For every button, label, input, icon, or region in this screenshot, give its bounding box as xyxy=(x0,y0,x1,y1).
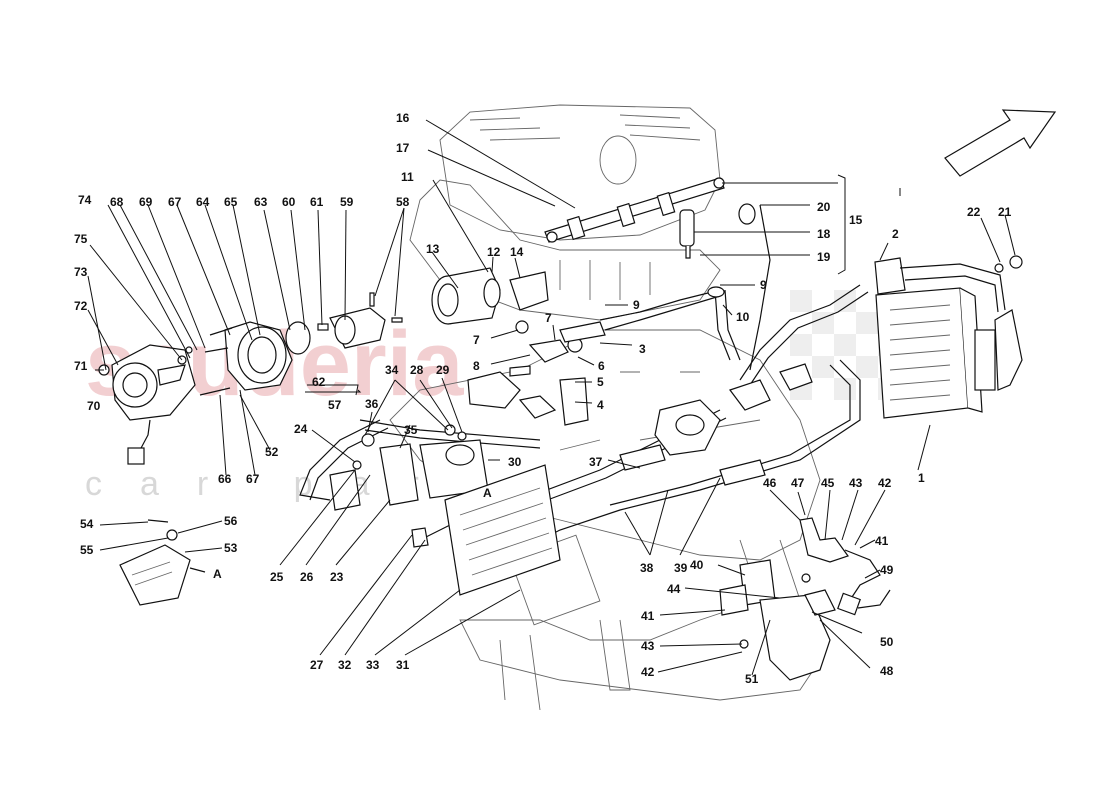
callout-29: 29 xyxy=(436,363,450,377)
callout-31: 31 xyxy=(396,658,410,672)
callout-14: 14 xyxy=(510,245,524,259)
callout-30: 30 xyxy=(508,455,522,469)
ignition-module xyxy=(329,424,561,596)
callout-43b: 43 xyxy=(641,639,655,653)
direction-arrow-icon xyxy=(944,109,1057,177)
callout-58: 58 xyxy=(396,195,410,209)
callout-1: 1 xyxy=(918,471,925,485)
distributor-assembly xyxy=(98,292,403,465)
callout-52: 52 xyxy=(265,445,279,459)
callout-8: 8 xyxy=(473,359,480,373)
bracket-a xyxy=(119,519,206,606)
callout-4: 4 xyxy=(597,398,604,412)
callout-34: 34 xyxy=(385,363,399,377)
callout-61: 61 xyxy=(310,195,324,209)
callout-35: 35 xyxy=(404,423,418,437)
callout-32: 32 xyxy=(338,658,352,672)
heat-sink-plate xyxy=(444,464,561,596)
callout-26: 26 xyxy=(300,570,314,584)
callout-40: 40 xyxy=(690,558,704,572)
callout-20: 20 xyxy=(817,200,831,214)
callout-67b: 67 xyxy=(246,472,260,486)
callout-44: 44 xyxy=(667,582,681,596)
callout-23: 23 xyxy=(330,570,344,584)
sensor-bracket xyxy=(719,517,891,681)
callout-60: 60 xyxy=(282,195,296,209)
callout-70: 70 xyxy=(87,399,101,413)
section-marker-a-main: A xyxy=(483,486,492,500)
callout-72: 72 xyxy=(74,299,88,313)
callout-2: 2 xyxy=(892,227,899,241)
callout-3: 3 xyxy=(639,342,646,356)
leader-lines xyxy=(87,119,1016,676)
callout-73: 73 xyxy=(74,265,88,279)
callout-74: 74 xyxy=(78,193,92,207)
callout-66: 66 xyxy=(218,472,232,486)
ecu-unit xyxy=(874,255,1023,419)
callout-27: 27 xyxy=(310,658,324,672)
callout-67a: 67 xyxy=(168,195,182,209)
callout-7a: 7 xyxy=(473,333,480,347)
callout-21: 21 xyxy=(998,205,1012,219)
callout-71: 71 xyxy=(74,359,88,373)
callout-17: 17 xyxy=(396,141,410,155)
fuel-injector xyxy=(679,209,695,247)
callout-37: 37 xyxy=(589,455,603,469)
callout-5: 5 xyxy=(597,375,604,389)
callout-15: 15 xyxy=(849,213,863,227)
callout-22: 22 xyxy=(967,205,981,219)
callout-47: 47 xyxy=(791,476,805,490)
section-marker-a-detail: A xyxy=(213,567,222,581)
callout-41a: 41 xyxy=(875,534,889,548)
callout-48: 48 xyxy=(880,664,894,678)
throttle-body xyxy=(431,267,549,325)
callout-41b: 41 xyxy=(641,609,655,623)
callout-13: 13 xyxy=(426,242,440,256)
callout-9a: 9 xyxy=(633,298,640,312)
callout-36: 36 xyxy=(365,397,379,411)
callout-69: 69 xyxy=(139,195,153,209)
callout-33: 33 xyxy=(366,658,380,672)
fuel-rail xyxy=(544,177,756,259)
callout-10: 10 xyxy=(736,310,750,324)
callout-42b: 42 xyxy=(641,665,655,679)
callout-39: 39 xyxy=(674,561,688,575)
callout-54: 54 xyxy=(80,517,94,531)
callout-24: 24 xyxy=(294,422,308,436)
callout-18: 18 xyxy=(817,227,831,241)
callout-56: 56 xyxy=(224,514,238,528)
callout-55: 55 xyxy=(80,543,94,557)
callout-62: 62 xyxy=(312,375,326,389)
callout-63: 63 xyxy=(254,195,268,209)
callout-65: 65 xyxy=(224,195,238,209)
callout-12: 12 xyxy=(487,245,501,259)
group-bracket-57 xyxy=(305,389,362,393)
callout-25: 25 xyxy=(270,570,284,584)
callout-42a: 42 xyxy=(878,476,892,490)
callout-64: 64 xyxy=(196,195,210,209)
callout-53: 53 xyxy=(224,541,238,555)
ignition-coils xyxy=(619,363,813,486)
callout-28: 28 xyxy=(410,363,424,377)
callout-45: 45 xyxy=(821,476,835,490)
callout-49: 49 xyxy=(880,563,894,577)
callout-6: 6 xyxy=(598,359,605,373)
callout-50: 50 xyxy=(880,635,894,649)
callout-11: 11 xyxy=(401,170,414,184)
callout-19: 19 xyxy=(817,250,831,264)
callout-43a: 43 xyxy=(849,476,863,490)
callout-59: 59 xyxy=(340,195,354,209)
callout-16: 16 xyxy=(396,111,410,125)
callout-38: 38 xyxy=(640,561,654,575)
idle-valve-parts xyxy=(467,286,741,426)
callout-7b: 7 xyxy=(545,311,552,325)
callout-46: 46 xyxy=(763,476,777,490)
callout-9b: 9 xyxy=(760,278,767,292)
callout-labels: 1 2 3 4 5 6 7 7 8 9 9 10 11 12 13 14 15 … xyxy=(74,111,1012,686)
callout-57: 57 xyxy=(328,398,342,412)
callout-68: 68 xyxy=(110,195,124,209)
callout-75: 75 xyxy=(74,232,88,246)
callout-51: 51 xyxy=(745,672,759,686)
